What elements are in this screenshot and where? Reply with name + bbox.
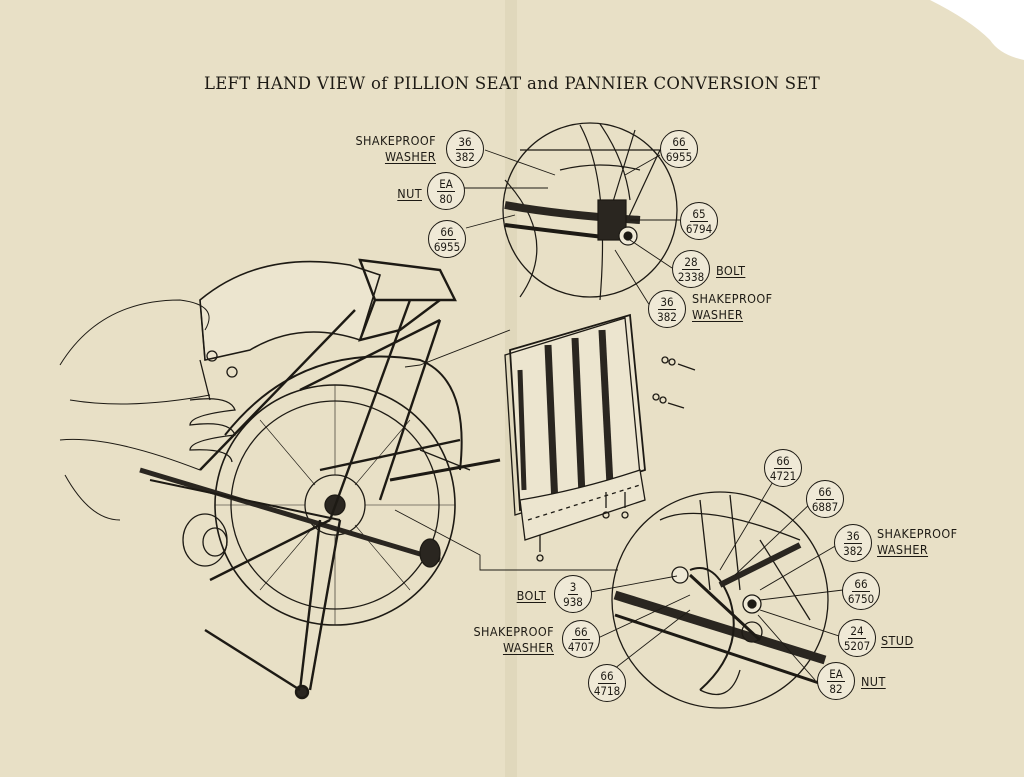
- stand: [204, 518, 342, 700]
- label-shakeproof-washer-top: SHAKEPROOF WASHER: [355, 133, 436, 164]
- paper-fold-shadow: [505, 0, 517, 777]
- torn-corner: [930, 0, 1024, 60]
- label-stud: STUD: [881, 633, 914, 648]
- main-frame: [59, 299, 211, 521]
- detail-top-content: [504, 123, 661, 301]
- label-nut-top: NUT: [397, 186, 422, 201]
- pannier-frame: [139, 449, 501, 568]
- carrier-rack: [199, 258, 461, 521]
- detail-bottom-content: [613, 494, 827, 696]
- label-shakeproof-washer-mid: SHAKEPROOF WASHER: [692, 291, 773, 322]
- rear-light: [182, 513, 228, 567]
- label-nut-lower: NUT: [861, 674, 886, 689]
- rear-wheel: [214, 384, 456, 626]
- label-bolt-lower: BOLT: [516, 588, 546, 603]
- label-shakeproof-washer-lower: SHAKEPROOF WASHER: [877, 526, 958, 557]
- detail-circle-bottom: [611, 491, 829, 709]
- loose-hardware: [536, 356, 696, 562]
- label-shakeproof-washer-bottom: SHAKEPROOF WASHER: [473, 624, 554, 655]
- detail-circle-top: [502, 122, 678, 298]
- page-title: LEFT HAND VIEW of PILLION SEAT and PANNI…: [203, 74, 821, 93]
- seat-spring: [189, 359, 236, 463]
- leader-lines: [394, 149, 844, 681]
- pillion-seat: [199, 260, 381, 378]
- label-bolt-top: BOLT: [716, 263, 746, 278]
- pannier-plate: [504, 313, 646, 541]
- rear-mudguard: [224, 355, 463, 471]
